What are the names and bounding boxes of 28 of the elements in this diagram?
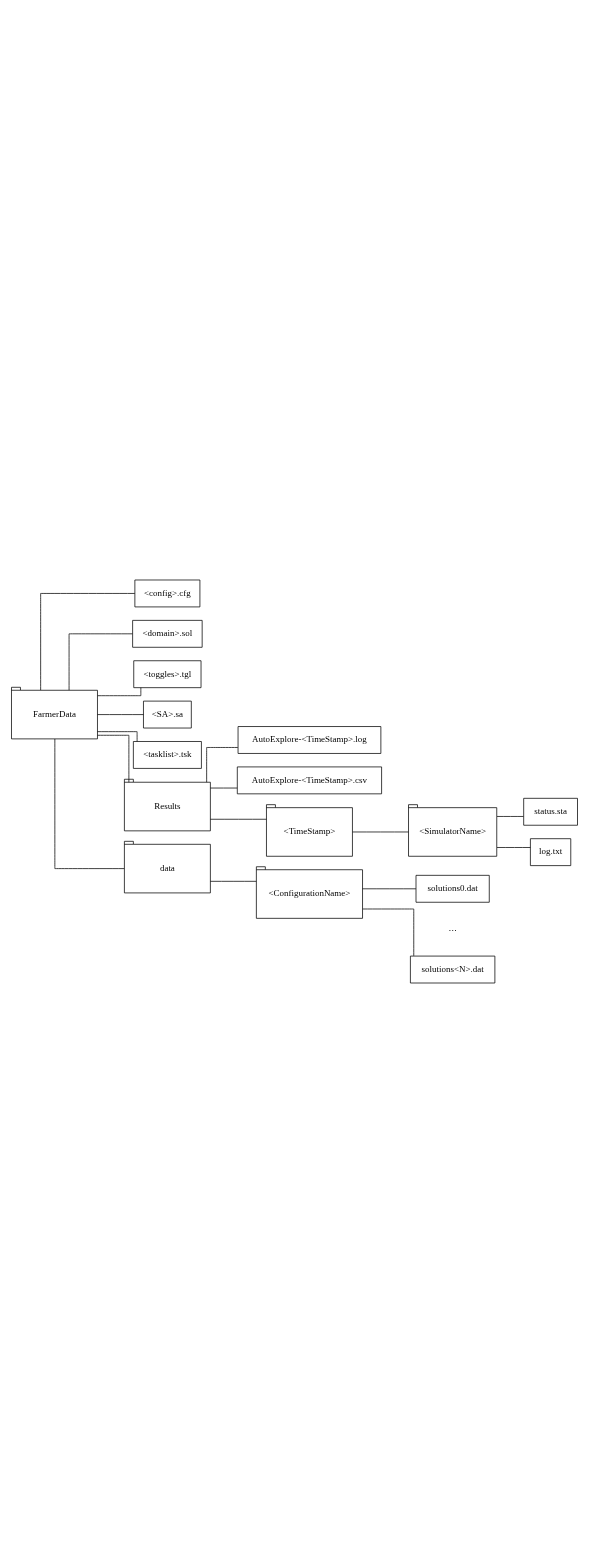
- connector: [210, 880, 257, 882]
- connector: [362, 908, 415, 956]
- node-box: AutoExplore-<TimeStamp>.log: [237, 725, 382, 754]
- connector: [97, 686, 142, 696]
- node-box: <domain>.sol: [132, 619, 203, 648]
- node-box: status.sta: [523, 797, 578, 826]
- node-box: <config>.cfg: [134, 579, 201, 607]
- node-box: solutions0.dat: [415, 874, 490, 903]
- connector: [206, 746, 239, 783]
- node-box: <SA>.sa: [143, 700, 192, 728]
- node-box: <toggles>.tgl: [133, 659, 202, 688]
- node-box: <tasklist>.tsk: [133, 740, 202, 769]
- connector: [496, 846, 531, 848]
- connector: [362, 887, 417, 889]
- connector: [68, 632, 133, 690]
- node-box: solutions<N>.dat: [410, 955, 496, 983]
- label: …: [448, 922, 458, 933]
- connector: [97, 713, 144, 715]
- connector: [97, 730, 138, 742]
- connector: [496, 815, 524, 817]
- connector: [210, 787, 238, 788]
- node-box: AutoExplore-<TimeStamp>.csv: [236, 766, 382, 794]
- node-box: log.txt: [530, 837, 572, 866]
- connector: [210, 818, 267, 820]
- connector: [352, 831, 409, 832]
- connector: [40, 592, 136, 690]
- connector: [54, 738, 125, 869]
- connector: [97, 734, 130, 783]
